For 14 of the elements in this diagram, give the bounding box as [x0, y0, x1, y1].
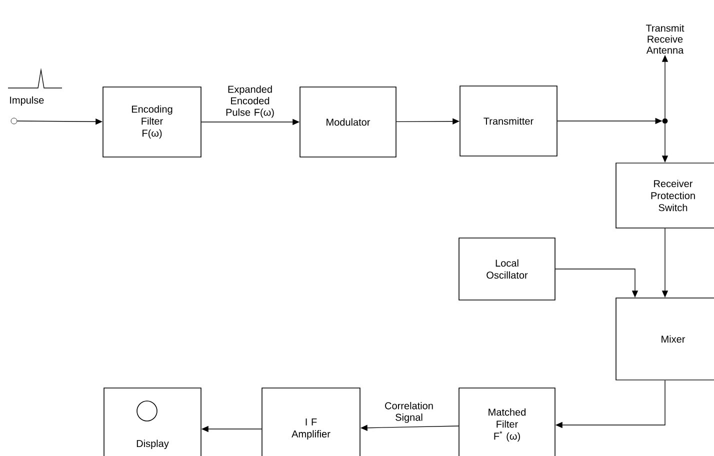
amplifier-box: I F Amplifier	[262, 388, 360, 456]
filter-box: Encoding Filter F(ω)	[102, 86, 202, 158]
transmitter-box: Transmitter	[460, 86, 558, 156]
filter-box: Matched Filter F$^{*}$ (ω)	[458, 388, 556, 456]
edge-label: Expanded Encoded Pulse F(ω)	[222, 84, 278, 119]
input-label: Impulse	[10, 96, 44, 106]
edge-label: Correlation Signal	[380, 400, 438, 424]
switch-box: Receiver Protection Switch	[616, 162, 714, 228]
oscillator-box: Local Oscillator	[458, 238, 556, 300]
antenna-label: Transmit Receive Antenna	[646, 24, 684, 54]
mixer-box: Mixer	[616, 298, 714, 380]
input-terminal	[10, 118, 18, 124]
display-box: Display	[104, 388, 202, 456]
modulator-box: Modulator	[300, 86, 396, 158]
